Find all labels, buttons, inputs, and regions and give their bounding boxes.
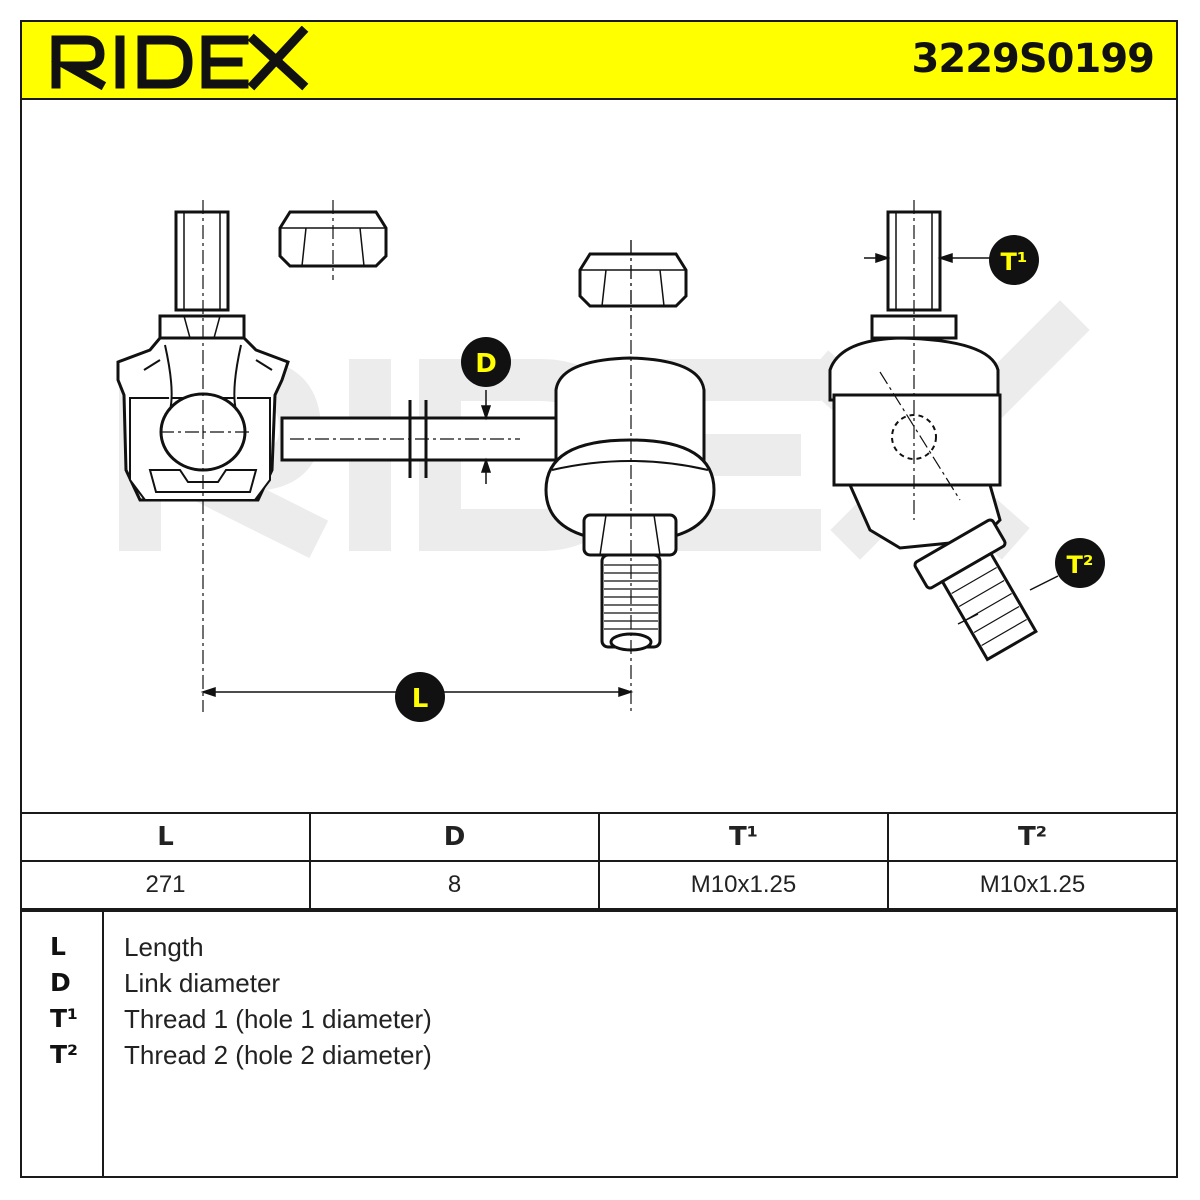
badge-t2-label: T² [1067, 551, 1094, 579]
legend-divider [102, 912, 104, 1176]
legend-key: T¹ [50, 1004, 79, 1033]
legend-row: T¹ Thread 1 (hole 1 diameter) [22, 1002, 1176, 1038]
legend-row: T² Thread 2 (hole 2 diameter) [22, 1038, 1176, 1074]
spec-value-row: 271 8 M10x1.25 M10x1.25 [20, 860, 1178, 910]
part-number: 3229S0199 [911, 36, 1155, 82]
spec-value-t1: M10x1.25 [598, 860, 889, 910]
center-lines [160, 200, 961, 712]
badge-l: L [395, 672, 445, 722]
legend-key: T² [50, 1040, 79, 1069]
spec-value-t2: M10x1.25 [887, 860, 1178, 910]
spec-table: L D T¹ T² 271 8 M10x1.25 M10x1.25 [20, 812, 1178, 910]
spec-header-t1: T¹ [598, 812, 889, 862]
legend-row: L Length [22, 930, 1176, 966]
technical-drawing: D L T¹ T² [22, 100, 1176, 812]
spec-header-l: L [20, 812, 311, 862]
badge-d: D [461, 337, 511, 387]
badge-d-label: D [475, 349, 497, 379]
spec-header-t2: T² [887, 812, 1178, 862]
badge-t1: T¹ [989, 235, 1039, 285]
stabilizer-link-drawing: D L T¹ T² [116, 200, 1105, 722]
legend-desc: Link diameter [124, 968, 281, 998]
legend-panel: L Length D Link diameter T¹ Thread 1 (ho… [20, 910, 1178, 1178]
legend-key: D [50, 968, 71, 997]
legend-desc: Thread 2 (hole 2 diameter) [124, 1040, 432, 1070]
spec-value-l: 271 [20, 860, 311, 910]
spec-header-row: L D T¹ T² [20, 812, 1178, 862]
link-outline [116, 210, 1038, 662]
badge-l-label: L [412, 684, 429, 714]
spec-header-d: D [309, 812, 600, 862]
ridex-logo [50, 26, 309, 91]
legend-desc: Length [124, 932, 204, 962]
header-bar: 3229S0199 [20, 20, 1178, 100]
badge-t2: T² [1055, 538, 1105, 588]
legend-desc: Thread 1 (hole 1 diameter) [124, 1004, 432, 1034]
legend-key: L [50, 932, 66, 961]
legend-row: D Link diameter [22, 966, 1176, 1002]
badge-t1-label: T¹ [1001, 248, 1028, 276]
spec-value-d: 8 [309, 860, 600, 910]
